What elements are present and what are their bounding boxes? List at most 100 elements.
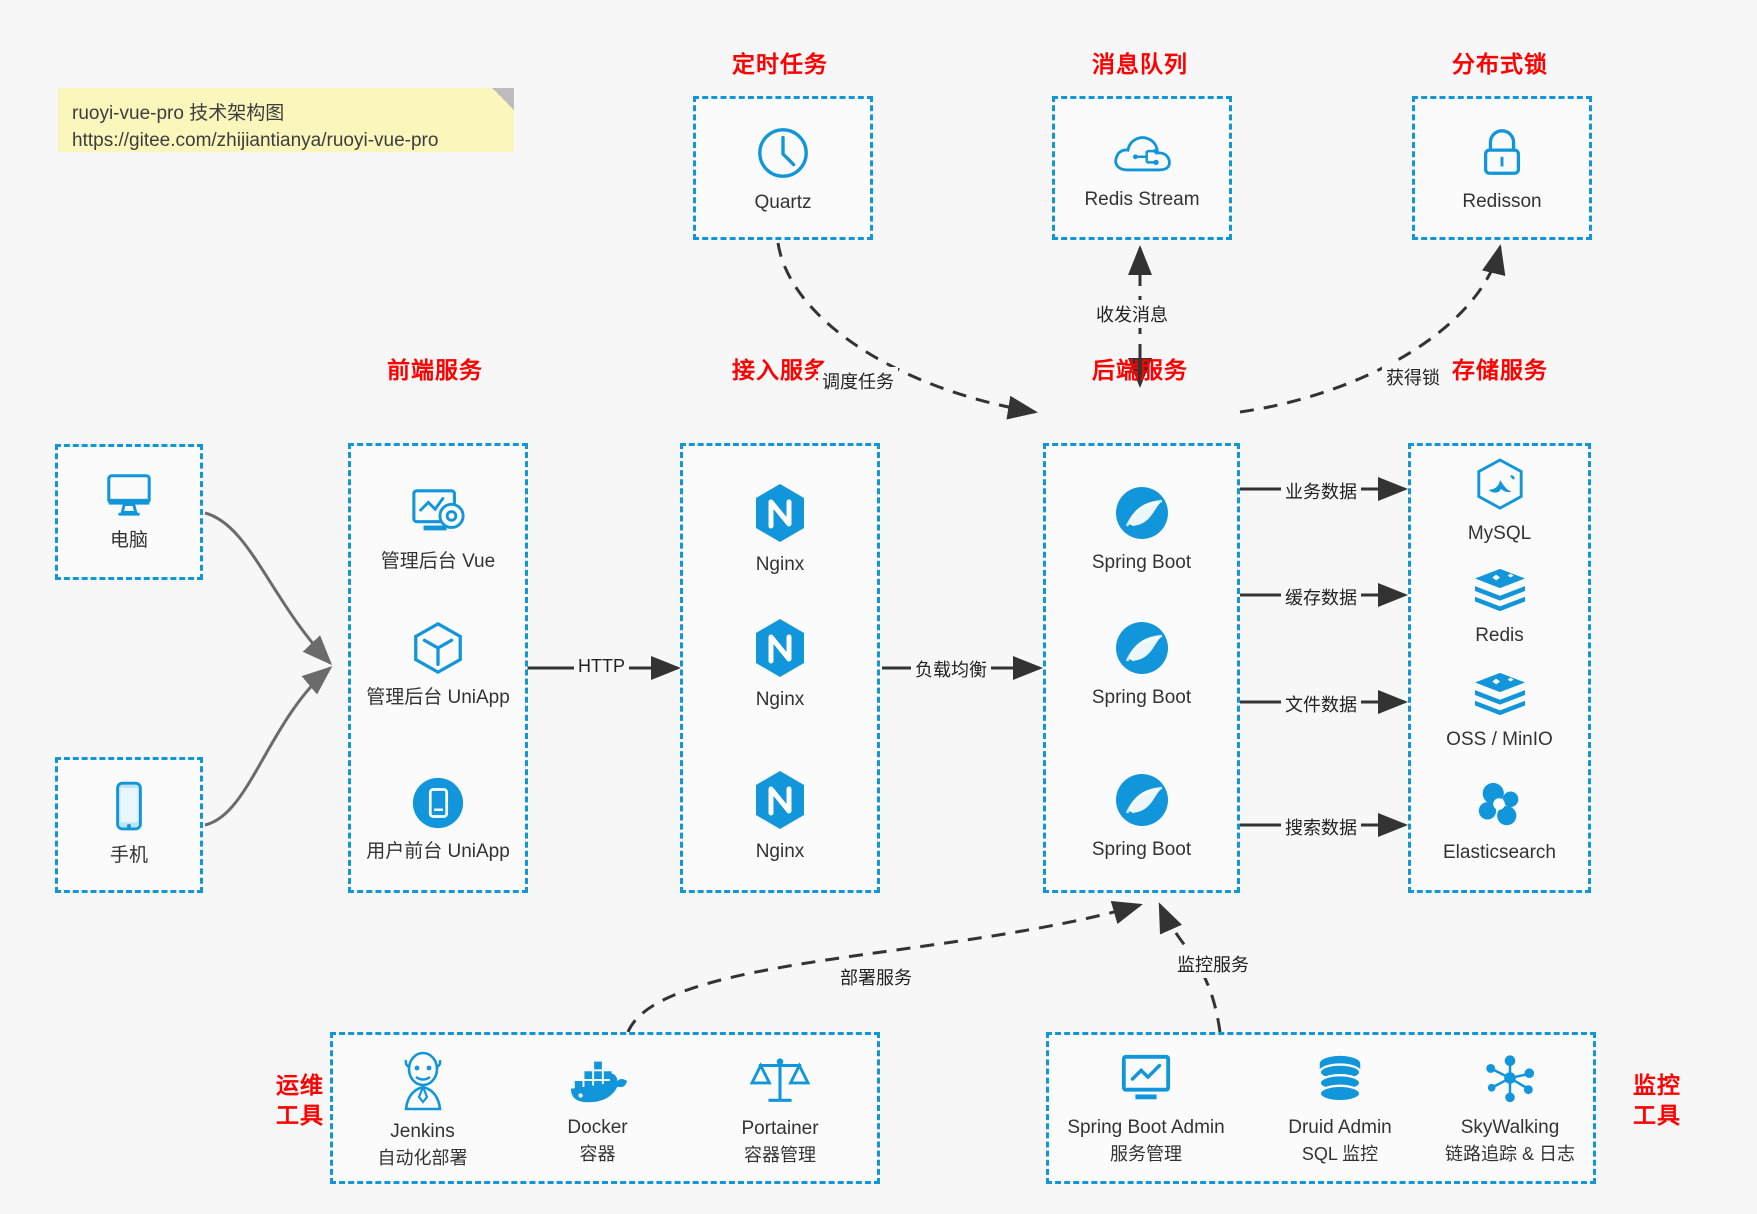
node-label: Nginx (755, 689, 805, 710)
node-oss-minio[interactable]: OSS / MinIO (1408, 661, 1591, 761)
node-label: 管理后台 Vue (380, 551, 496, 572)
node-mobile[interactable]: 手机 (55, 764, 203, 884)
monitor-title-line1: 监控 (1633, 1072, 1681, 1098)
edge-label-business-data: 业务数据 (1281, 477, 1361, 505)
node-label: 电脑 (109, 530, 148, 551)
group-title-mq: 消息队列 (1092, 51, 1188, 77)
desktop-monitor-icon (101, 470, 157, 520)
edge-label-send-receive-message: 收发消息 (1092, 300, 1172, 328)
devops-title-line2: 工具 (276, 1102, 324, 1128)
node-user-uniapp[interactable]: 用户前台 UniApp (348, 760, 528, 880)
node-docker[interactable]: Docker 容器 (510, 1040, 685, 1180)
group-box-scheduler (693, 96, 873, 240)
node-redis-stream[interactable]: Redis Stream (1052, 110, 1232, 230)
group-title-backend: 后端服务 (1092, 357, 1188, 383)
cube-icon (409, 619, 467, 677)
note-fold-corner (492, 88, 514, 110)
group-box-lock (1412, 96, 1592, 240)
node-sublabel: 容器 (579, 1144, 616, 1164)
node-label: Nginx (755, 841, 805, 862)
group-title-storage: 存储服务 (1452, 357, 1548, 383)
edge-label-acquire-lock: 获得锁 (1382, 363, 1444, 391)
group-box-mq (1052, 96, 1232, 240)
edge-label-load-balance: 负载均衡 (911, 655, 991, 683)
group-title-devops: 运维 工具 (255, 1070, 345, 1130)
node-nginx-3[interactable]: Nginx (680, 757, 880, 877)
docker-whale-icon (567, 1053, 629, 1107)
node-nginx-2[interactable]: Nginx (680, 605, 880, 725)
dashboard-gear-icon (408, 485, 468, 541)
clock-icon (754, 124, 812, 182)
spring-boot-icon (1113, 619, 1171, 677)
cloud-stream-icon (1111, 127, 1173, 179)
group-title-frontend: 前端服务 (387, 357, 483, 383)
node-spring-boot-1[interactable]: Spring Boot (1043, 470, 1240, 590)
node-desktop[interactable]: 电脑 (55, 452, 203, 572)
node-label: Jenkins (390, 1121, 455, 1142)
node-quartz[interactable]: Quartz (693, 110, 873, 230)
node-label: Spring Boot Admin (1067, 1117, 1225, 1138)
node-label: SkyWalking (1460, 1117, 1560, 1138)
node-skywalking[interactable]: SkyWalking 链路追踪 & 日志 (1420, 1040, 1600, 1180)
node-redis[interactable]: Redis (1408, 557, 1591, 657)
nginx-icon (752, 617, 808, 679)
node-spring-boot-admin[interactable]: Spring Boot Admin 服务管理 (1046, 1040, 1246, 1180)
node-label: Quartz (754, 192, 812, 213)
nginx-icon (752, 482, 808, 544)
node-label: Redis (1475, 625, 1524, 646)
edge-label-schedule-task: 调度任务 (818, 367, 898, 395)
portainer-scale-icon (749, 1052, 811, 1108)
node-label: Portainer (741, 1118, 819, 1139)
node-jenkins[interactable]: Jenkins 自动化部署 (335, 1040, 510, 1180)
node-label: MySQL (1467, 523, 1532, 544)
edge-label-search-data: 搜索数据 (1281, 813, 1361, 841)
padlock-icon (1475, 125, 1529, 181)
jenkins-butler-icon (394, 1049, 452, 1111)
node-label: 管理后台 UniApp (366, 687, 510, 708)
devops-title-line1: 运维 (276, 1072, 324, 1098)
redis-stack-icon (1471, 565, 1529, 615)
node-label: Docker (567, 1117, 628, 1138)
node-sublabel: 服务管理 (1110, 1144, 1182, 1164)
nginx-icon (752, 769, 808, 831)
note-title-line: ruoyi-vue-pro 技术架构图 (72, 103, 285, 124)
mobile-phone-icon (109, 779, 149, 835)
group-title-gateway: 接入服务 (732, 357, 828, 383)
node-elasticsearch[interactable]: Elasticsearch (1408, 768, 1591, 878)
skywalking-node-icon (1481, 1053, 1539, 1107)
node-redisson[interactable]: Redisson (1412, 110, 1592, 230)
node-nginx-1[interactable]: Nginx (680, 470, 880, 590)
redis-stack-icon (1471, 669, 1529, 719)
spring-boot-icon (1113, 484, 1171, 542)
node-spring-boot-2[interactable]: Spring Boot (1043, 605, 1240, 725)
edge-label-cache-data: 缓存数据 (1281, 583, 1361, 611)
node-label: Spring Boot (1091, 839, 1192, 860)
edge-label-http: HTTP (574, 655, 629, 678)
group-box-client-mobile (55, 757, 203, 893)
edge-label-monitor-service: 监控服务 (1173, 950, 1253, 978)
node-mysql[interactable]: MySQL (1408, 452, 1591, 552)
node-admin-vue[interactable]: 管理后台 Vue (348, 470, 528, 590)
node-portainer[interactable]: Portainer 容器管理 (690, 1040, 870, 1180)
node-label: Redis Stream (1084, 189, 1200, 210)
node-sublabel: 自动化部署 (377, 1148, 468, 1168)
node-label: Redisson (1462, 191, 1542, 212)
node-admin-uniapp[interactable]: 管理后台 UniApp (348, 605, 528, 725)
node-label: Druid Admin (1288, 1117, 1392, 1138)
note-url-line: https://gitee.com/zhijiantianya/ruoyi-vu… (72, 130, 439, 151)
node-label: 手机 (109, 845, 148, 866)
diagram-note: ruoyi-vue-pro 技术架构图 https://gitee.com/zh… (58, 88, 514, 152)
monitor-chart-icon (1117, 1053, 1175, 1107)
mobile-app-icon (410, 775, 466, 831)
database-icon (1312, 1053, 1368, 1107)
group-title-lock: 分布式锁 (1452, 51, 1548, 77)
edge-label-file-data: 文件数据 (1281, 690, 1361, 718)
mysql-dolphin-icon (1474, 457, 1526, 513)
node-label: Elasticsearch (1443, 842, 1556, 863)
node-label: Spring Boot (1091, 552, 1192, 573)
node-spring-boot-3[interactable]: Spring Boot (1043, 757, 1240, 877)
node-druid-admin[interactable]: Druid Admin SQL 监控 (1250, 1040, 1430, 1180)
node-label: OSS / MinIO (1446, 729, 1553, 750)
group-title-monitor: 监控 工具 (1612, 1070, 1702, 1130)
